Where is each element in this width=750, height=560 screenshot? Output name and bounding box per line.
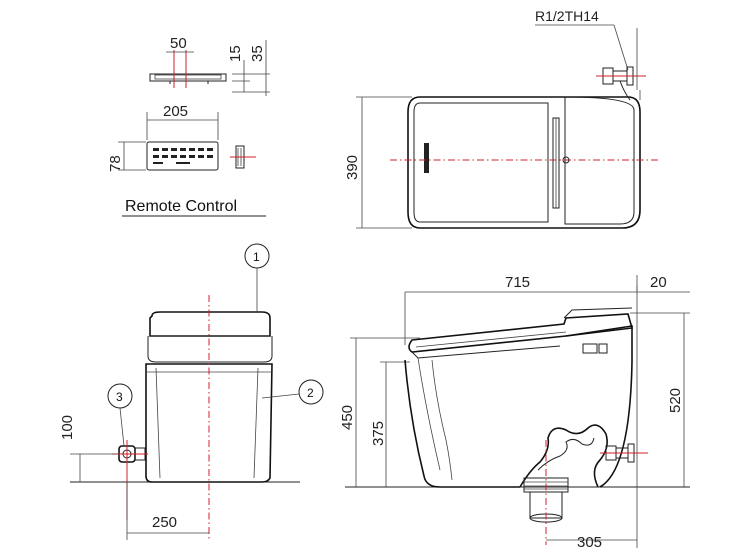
thread-label: R1/2TH14 [535, 8, 599, 24]
water-inlet-side [600, 443, 648, 463]
dim-450: 450 [339, 405, 356, 430]
water-inlet-valve-top [596, 66, 646, 101]
svg-text:2: 2 [307, 386, 314, 400]
callout-2: 2 [261, 379, 324, 405]
remote-buttons [153, 148, 213, 164]
dim-50: 50 [170, 35, 187, 52]
remote-front-view: 205 78 [107, 103, 256, 172]
dim-715: 715 [505, 274, 530, 291]
dim-520: 520 [667, 388, 684, 413]
remote-control-caption: Remote Control [125, 198, 237, 215]
callout-3: 3 [107, 383, 133, 447]
top-view: 390 R1/2TH14 [344, 8, 660, 229]
svg-text:3: 3 [116, 390, 123, 404]
svg-text:1: 1 [253, 250, 260, 264]
dim-35: 35 [249, 45, 266, 62]
callout-1: 1 [244, 243, 270, 312]
dim-20: 20 [650, 274, 667, 291]
dim-250: 250 [152, 514, 177, 531]
dim-375: 375 [370, 421, 387, 446]
dim-78: 78 [107, 155, 124, 172]
water-inlet-front [112, 440, 148, 520]
side-view: 715 20 520 450 375 [339, 274, 690, 551]
dim-100: 100 [59, 415, 76, 440]
dim-15: 15 [227, 45, 244, 62]
dim-205: 205 [163, 103, 188, 120]
remote-holder-view: 50 15 35 [149, 35, 270, 96]
front-view: 100 250 1 2 3 [59, 243, 324, 540]
dim-390: 390 [344, 155, 361, 180]
drain-outlet [523, 440, 569, 545]
dim-305: 305 [577, 534, 602, 551]
